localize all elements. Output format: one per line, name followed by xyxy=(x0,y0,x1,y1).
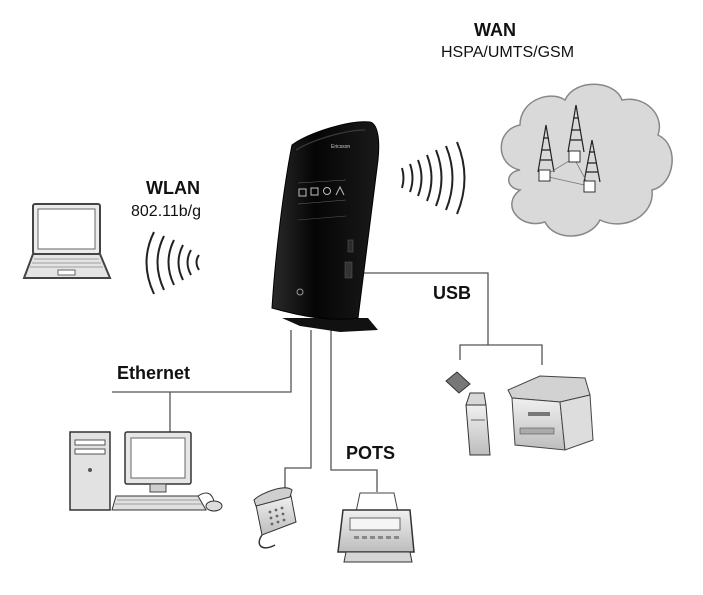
ethernet-label: Ethernet xyxy=(117,363,190,384)
laptop-icon xyxy=(24,204,110,278)
wan-subtitle: HSPA/UMTS/GSM xyxy=(441,44,574,62)
phone-line xyxy=(285,330,311,500)
router-icon: Ericsson xyxy=(272,122,379,332)
cloud-icon xyxy=(501,84,672,236)
wlan-signal-icon xyxy=(147,232,200,294)
telephone-icon xyxy=(254,488,296,548)
fax-icon xyxy=(338,493,414,562)
desktop-pc-icon xyxy=(70,432,222,511)
fax-line xyxy=(331,330,377,492)
wlan-subtitle: 802.11b/g xyxy=(131,203,201,221)
pots-label: POTS xyxy=(346,443,395,464)
router-brand: Ericsson xyxy=(331,144,350,150)
usb-stick-icon xyxy=(446,372,490,455)
wan-signal-icon xyxy=(402,142,465,214)
wan-title: WAN xyxy=(474,20,516,41)
wlan-title: WLAN xyxy=(146,178,200,199)
usb-label: USB xyxy=(433,283,471,304)
printer-icon xyxy=(508,376,593,450)
